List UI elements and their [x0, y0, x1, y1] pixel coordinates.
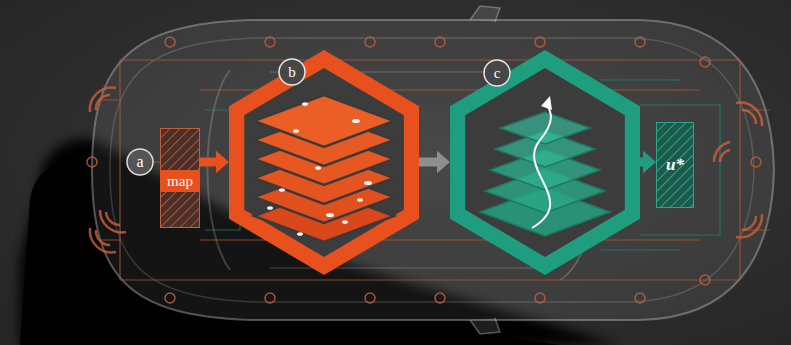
hexagon-inner	[244, 68, 404, 257]
box-shape	[161, 129, 200, 228]
arrow-head	[216, 151, 229, 174]
callout-letter: c	[484, 60, 510, 86]
hexagon-inner	[465, 68, 625, 257]
radar-cone	[90, 88, 762, 253]
flow-arrow	[419, 151, 450, 174]
node-label: a	[126, 148, 154, 176]
map-layers	[254, 95, 394, 242]
arrow-shaft	[419, 158, 437, 167]
map-box: map	[160, 128, 200, 228]
trajectory-curve	[532, 104, 551, 228]
callout-badge	[279, 59, 305, 85]
arrow-shaft	[640, 158, 643, 167]
control-output-box: u*	[656, 122, 694, 208]
arrow-shaft	[200, 158, 216, 167]
callout-letter: b	[279, 59, 305, 85]
node-label: map	[160, 170, 200, 192]
callout-circle: a	[126, 148, 154, 176]
flow-arrow	[640, 151, 656, 174]
circle-shape	[127, 149, 153, 175]
map-obstacle	[267, 102, 372, 236]
flow-arrow	[200, 151, 229, 174]
node-label: u*	[656, 152, 694, 178]
car-body-inner	[110, 38, 754, 302]
arrow-head	[437, 151, 450, 174]
callout-badge	[484, 60, 510, 86]
hexagon-outer	[450, 50, 640, 275]
box-shape	[657, 123, 694, 208]
planning-layers	[480, 112, 610, 236]
wiring	[100, 60, 770, 280]
trajectory-arrowhead	[541, 96, 552, 110]
planner-hexagon-outline	[450, 50, 640, 275]
arrow-head	[643, 151, 656, 174]
map-hexagon: b	[229, 50, 419, 275]
hexagon-outer	[229, 50, 419, 275]
sensor	[87, 37, 761, 303]
planner-hexagon: c	[450, 50, 640, 275]
map-hexagon-outline	[229, 50, 419, 275]
car-body	[92, 20, 774, 320]
